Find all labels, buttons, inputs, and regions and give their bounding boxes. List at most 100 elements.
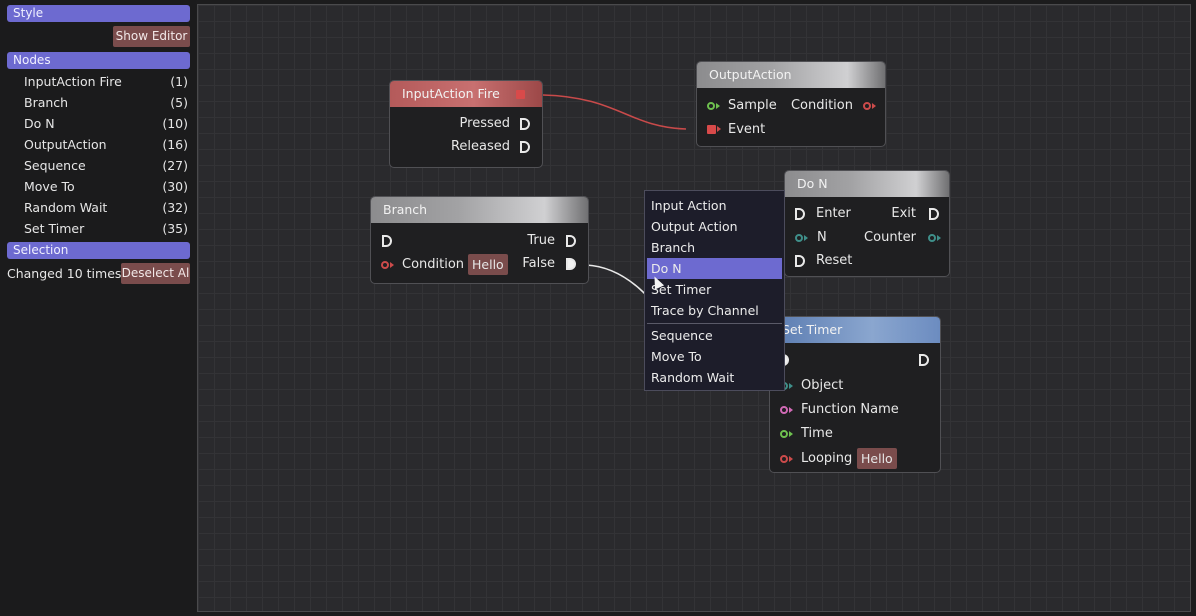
event-output-pin[interactable] bbox=[516, 90, 525, 99]
node-list-label: InputAction Fire bbox=[24, 74, 122, 89]
style-section-header[interactable]: Style bbox=[7, 5, 190, 22]
node-list-item[interactable]: InputAction Fire (1) bbox=[24, 71, 188, 92]
pin-arrow bbox=[390, 262, 394, 268]
node-list-count: (16) bbox=[162, 137, 188, 152]
node-header[interactable]: Set Timer bbox=[770, 317, 940, 343]
exit-exec-pin[interactable] bbox=[929, 208, 939, 220]
counter-label: Counter bbox=[864, 230, 916, 245]
node-list-label: Move To bbox=[24, 179, 75, 194]
looping-input-pin[interactable] bbox=[780, 455, 788, 463]
node-list-label: Random Wait bbox=[24, 200, 108, 215]
node-title: OutputAction bbox=[709, 67, 792, 82]
menu-item-input-action[interactable]: Input Action bbox=[651, 198, 727, 213]
false-exec-pin[interactable] bbox=[566, 258, 576, 270]
node-header[interactable]: Branch bbox=[371, 197, 588, 223]
add-node-context-menu[interactable]: Input Action Output Action Branch Do N S… bbox=[644, 190, 785, 391]
node-list-label: OutputAction bbox=[24, 137, 107, 152]
condition-value-field[interactable]: Hello bbox=[468, 254, 508, 275]
branch-exec-input-pin[interactable] bbox=[382, 235, 392, 247]
condition-input-pin[interactable] bbox=[381, 261, 389, 269]
menu-item-do-n[interactable]: Do N bbox=[647, 258, 782, 279]
pin-arrow bbox=[872, 103, 876, 109]
false-label: False bbox=[522, 256, 555, 271]
event-label: Event bbox=[728, 122, 766, 137]
enter-label: Enter bbox=[816, 206, 851, 221]
n-input-pin[interactable] bbox=[795, 234, 803, 242]
condition-output-pin[interactable] bbox=[863, 102, 871, 110]
counter-output-pin[interactable] bbox=[928, 234, 936, 242]
selection-section-header[interactable]: Selection bbox=[7, 242, 190, 259]
deselect-all-button[interactable]: Deselect Al bbox=[121, 263, 190, 284]
object-label: Object bbox=[801, 378, 844, 393]
menu-item-output-action[interactable]: Output Action bbox=[651, 219, 738, 234]
node-list-item[interactable]: OutputAction (16) bbox=[24, 134, 188, 155]
pin-arrow bbox=[789, 383, 793, 389]
released-label: Released bbox=[450, 139, 510, 154]
node-set-timer[interactable]: Set Timer Object Function Name Time Loop… bbox=[769, 316, 941, 473]
node-list-count: (27) bbox=[162, 158, 188, 173]
wire-fire-to-event bbox=[542, 94, 687, 130]
node-list-count: (32) bbox=[162, 200, 188, 215]
node-do-n[interactable]: Do N Enter Exit N Counter Reset bbox=[784, 170, 950, 277]
node-title: InputAction Fire bbox=[402, 86, 500, 101]
sample-label: Sample bbox=[728, 98, 777, 113]
node-header[interactable]: Do N bbox=[785, 171, 949, 197]
function-name-label: Function Name bbox=[801, 402, 899, 417]
node-list-count: (10) bbox=[162, 116, 188, 131]
true-exec-pin[interactable] bbox=[566, 235, 576, 247]
selection-status: Changed 10 times bbox=[7, 266, 122, 281]
n-label: N bbox=[817, 230, 827, 245]
node-title: Set Timer bbox=[782, 322, 843, 337]
pin-arrow bbox=[789, 456, 793, 462]
node-branch[interactable]: Branch True Condition Hello False bbox=[370, 196, 589, 284]
pin-arrow bbox=[789, 407, 793, 413]
function-name-input-pin[interactable] bbox=[780, 406, 788, 414]
node-header[interactable]: OutputAction bbox=[697, 62, 885, 88]
set-timer-exec-output-pin[interactable] bbox=[919, 354, 929, 366]
pin-arrow bbox=[937, 235, 941, 241]
node-list-item[interactable]: Do N (10) bbox=[24, 113, 188, 134]
true-label: True bbox=[527, 233, 555, 248]
menu-item-set-timer[interactable]: Set Timer bbox=[651, 282, 712, 297]
node-outputaction[interactable]: OutputAction Sample Condition Event bbox=[696, 61, 886, 147]
event-input-pin[interactable] bbox=[707, 125, 716, 134]
released-exec-pin[interactable] bbox=[520, 141, 530, 153]
menu-item-branch[interactable]: Branch bbox=[651, 240, 696, 255]
show-editor-button[interactable]: Show Editor bbox=[113, 26, 190, 47]
condition-label: Condition bbox=[402, 257, 465, 272]
reset-exec-pin[interactable] bbox=[795, 255, 805, 267]
node-list-item[interactable]: Random Wait (32) bbox=[24, 197, 188, 218]
menu-item-move-to[interactable]: Move To bbox=[651, 349, 702, 364]
time-input-pin[interactable] bbox=[780, 430, 788, 438]
looping-value-field[interactable]: Hello bbox=[857, 448, 897, 469]
pin-arrow bbox=[804, 235, 808, 241]
node-title: Do N bbox=[797, 176, 828, 191]
menu-item-trace-by-channel[interactable]: Trace by Channel bbox=[651, 303, 759, 318]
time-label: Time bbox=[801, 426, 833, 441]
looping-label: Looping bbox=[801, 451, 853, 466]
node-list-label: Set Timer bbox=[24, 221, 85, 236]
node-list-label: Branch bbox=[24, 95, 69, 110]
node-list-count: (30) bbox=[162, 179, 188, 194]
node-list-item[interactable]: Move To (30) bbox=[24, 176, 188, 197]
condition-label: Condition bbox=[790, 98, 853, 113]
node-inputaction-fire[interactable]: InputAction Fire Pressed Released bbox=[389, 80, 543, 168]
node-list-count: (1) bbox=[170, 74, 188, 89]
exit-label: Exit bbox=[891, 206, 916, 221]
reset-label: Reset bbox=[816, 253, 853, 268]
node-list-item[interactable]: Sequence (27) bbox=[24, 155, 188, 176]
node-list-item[interactable]: Branch (5) bbox=[24, 92, 188, 113]
node-list-count: (35) bbox=[162, 221, 188, 236]
pin-arrow bbox=[716, 103, 720, 109]
menu-item-random-wait[interactable]: Random Wait bbox=[651, 370, 735, 385]
pressed-exec-pin[interactable] bbox=[520, 118, 530, 130]
sample-input-pin[interactable] bbox=[707, 102, 715, 110]
menu-item-sequence[interactable]: Sequence bbox=[651, 328, 713, 343]
enter-exec-pin[interactable] bbox=[795, 208, 805, 220]
node-list-label: Do N bbox=[24, 116, 55, 131]
nodes-section-header[interactable]: Nodes bbox=[7, 52, 190, 69]
graph-canvas[interactable]: InputAction Fire Pressed Released Output… bbox=[197, 4, 1191, 612]
pin-arrow bbox=[789, 431, 793, 437]
node-list-label: Sequence bbox=[24, 158, 86, 173]
node-list-item[interactable]: Set Timer (35) bbox=[24, 218, 188, 239]
